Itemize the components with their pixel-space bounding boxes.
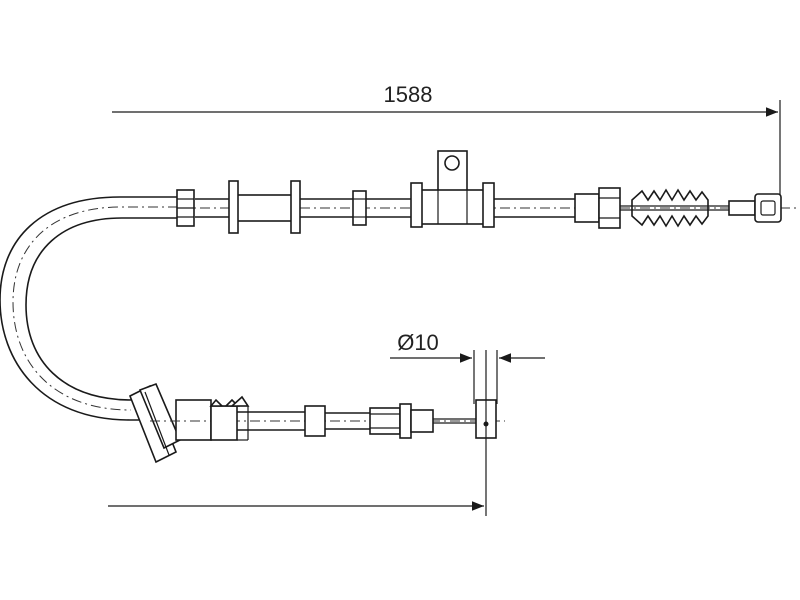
cable-sheath xyxy=(0,196,178,421)
hex-nut xyxy=(352,190,367,226)
lower-nut xyxy=(369,407,401,435)
collar-1 xyxy=(228,180,239,234)
lower-sleeve xyxy=(304,405,326,437)
upper-cable xyxy=(176,150,800,234)
bellows-boot xyxy=(631,188,709,228)
angled-flange xyxy=(128,382,182,464)
end-fitting xyxy=(728,200,756,216)
end-ferrule xyxy=(574,193,600,223)
diameter-label: Ø10 xyxy=(397,330,439,355)
retaining-clip xyxy=(209,395,250,441)
length-dimension: 1588 xyxy=(112,82,781,210)
lower-cable xyxy=(128,382,505,464)
diameter-dimension: Ø10 xyxy=(390,330,545,404)
end-eyelet xyxy=(754,193,782,223)
mounting-bracket xyxy=(410,150,495,228)
length-label: 1588 xyxy=(384,82,433,107)
collar-2 xyxy=(290,180,301,234)
